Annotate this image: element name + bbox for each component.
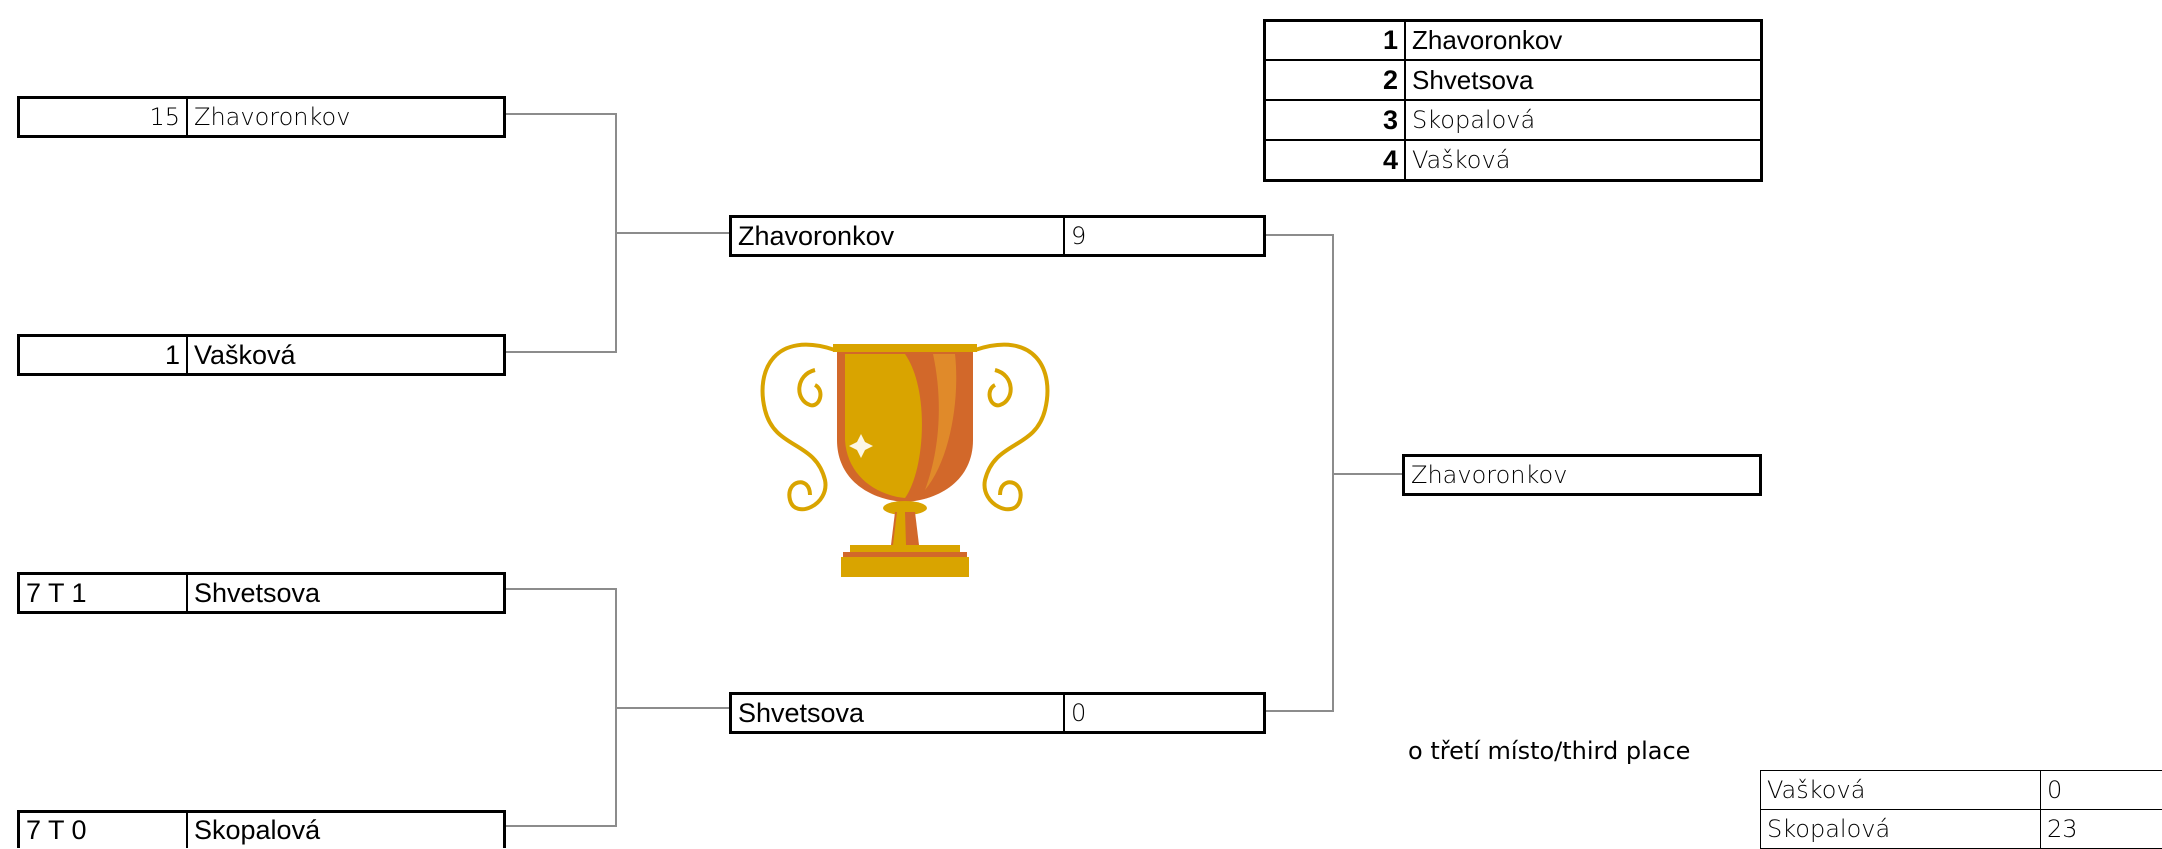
connector-r1m2	[505, 589, 616, 826]
r1-slot-2: 1 Vašková	[17, 334, 506, 376]
player-name: Shvetsova	[188, 575, 503, 611]
seed: 7 T 1	[20, 575, 188, 611]
name: Vašková	[1761, 771, 2041, 809]
player-name: Vašková	[188, 337, 503, 373]
third-place-table: Vašková 0 Skopalová 23	[1760, 770, 2162, 849]
seed: 1	[20, 337, 188, 373]
third-place-row: Vašková 0	[1761, 771, 2162, 810]
standings-row: 3 Skopalová	[1266, 101, 1760, 141]
rank: 3	[1266, 101, 1406, 139]
semi-slot-top: Zhavoronkov 9	[729, 215, 1266, 257]
rank: 2	[1266, 61, 1406, 99]
score: 0	[1065, 695, 1263, 731]
champion-name: Zhavoronkov	[1405, 457, 1759, 493]
standings-row: 4 Vašková	[1266, 141, 1760, 179]
champion-slot: Zhavoronkov	[1402, 454, 1762, 496]
name: Skopalová	[1406, 101, 1760, 139]
r1-slot-3: 7 T 1 Shvetsova	[17, 572, 506, 614]
rank: 4	[1266, 141, 1406, 179]
name: Skopalová	[1761, 810, 2041, 848]
r1-slot-1: 15 Zhavoronkov	[17, 96, 506, 138]
player-name: Zhavoronkov	[732, 218, 1065, 254]
seed: 7 T 0	[20, 813, 188, 848]
standings-row: 1 Zhavoronkov	[1266, 22, 1760, 61]
score: 0	[2041, 771, 2162, 809]
semi-slot-bottom: Shvetsova 0	[729, 692, 1266, 734]
seed: 15	[20, 99, 188, 135]
trophy-icon	[755, 330, 1055, 595]
r1-slot-4: 7 T 0 Skopalová	[17, 810, 506, 848]
score: 9	[1065, 218, 1263, 254]
name: Vašková	[1406, 141, 1760, 179]
player-name: Skopalová	[188, 813, 503, 848]
connector-semis	[1265, 235, 1333, 711]
name: Zhavoronkov	[1406, 22, 1760, 59]
rank: 1	[1266, 22, 1406, 59]
standings-row: 2 Shvetsova	[1266, 61, 1760, 101]
third-place-label: o třetí místo/third place	[1408, 737, 1690, 765]
third-place-row: Skopalová 23	[1761, 810, 2162, 848]
player-name: Shvetsova	[732, 695, 1065, 731]
connector-r1m1	[505, 114, 616, 352]
standings-table: 1 Zhavoronkov 2 Shvetsova 3 Skopalová 4 …	[1263, 19, 1763, 182]
score: 23	[2041, 810, 2162, 848]
player-name: Zhavoronkov	[188, 99, 503, 135]
name: Shvetsova	[1406, 61, 1760, 99]
